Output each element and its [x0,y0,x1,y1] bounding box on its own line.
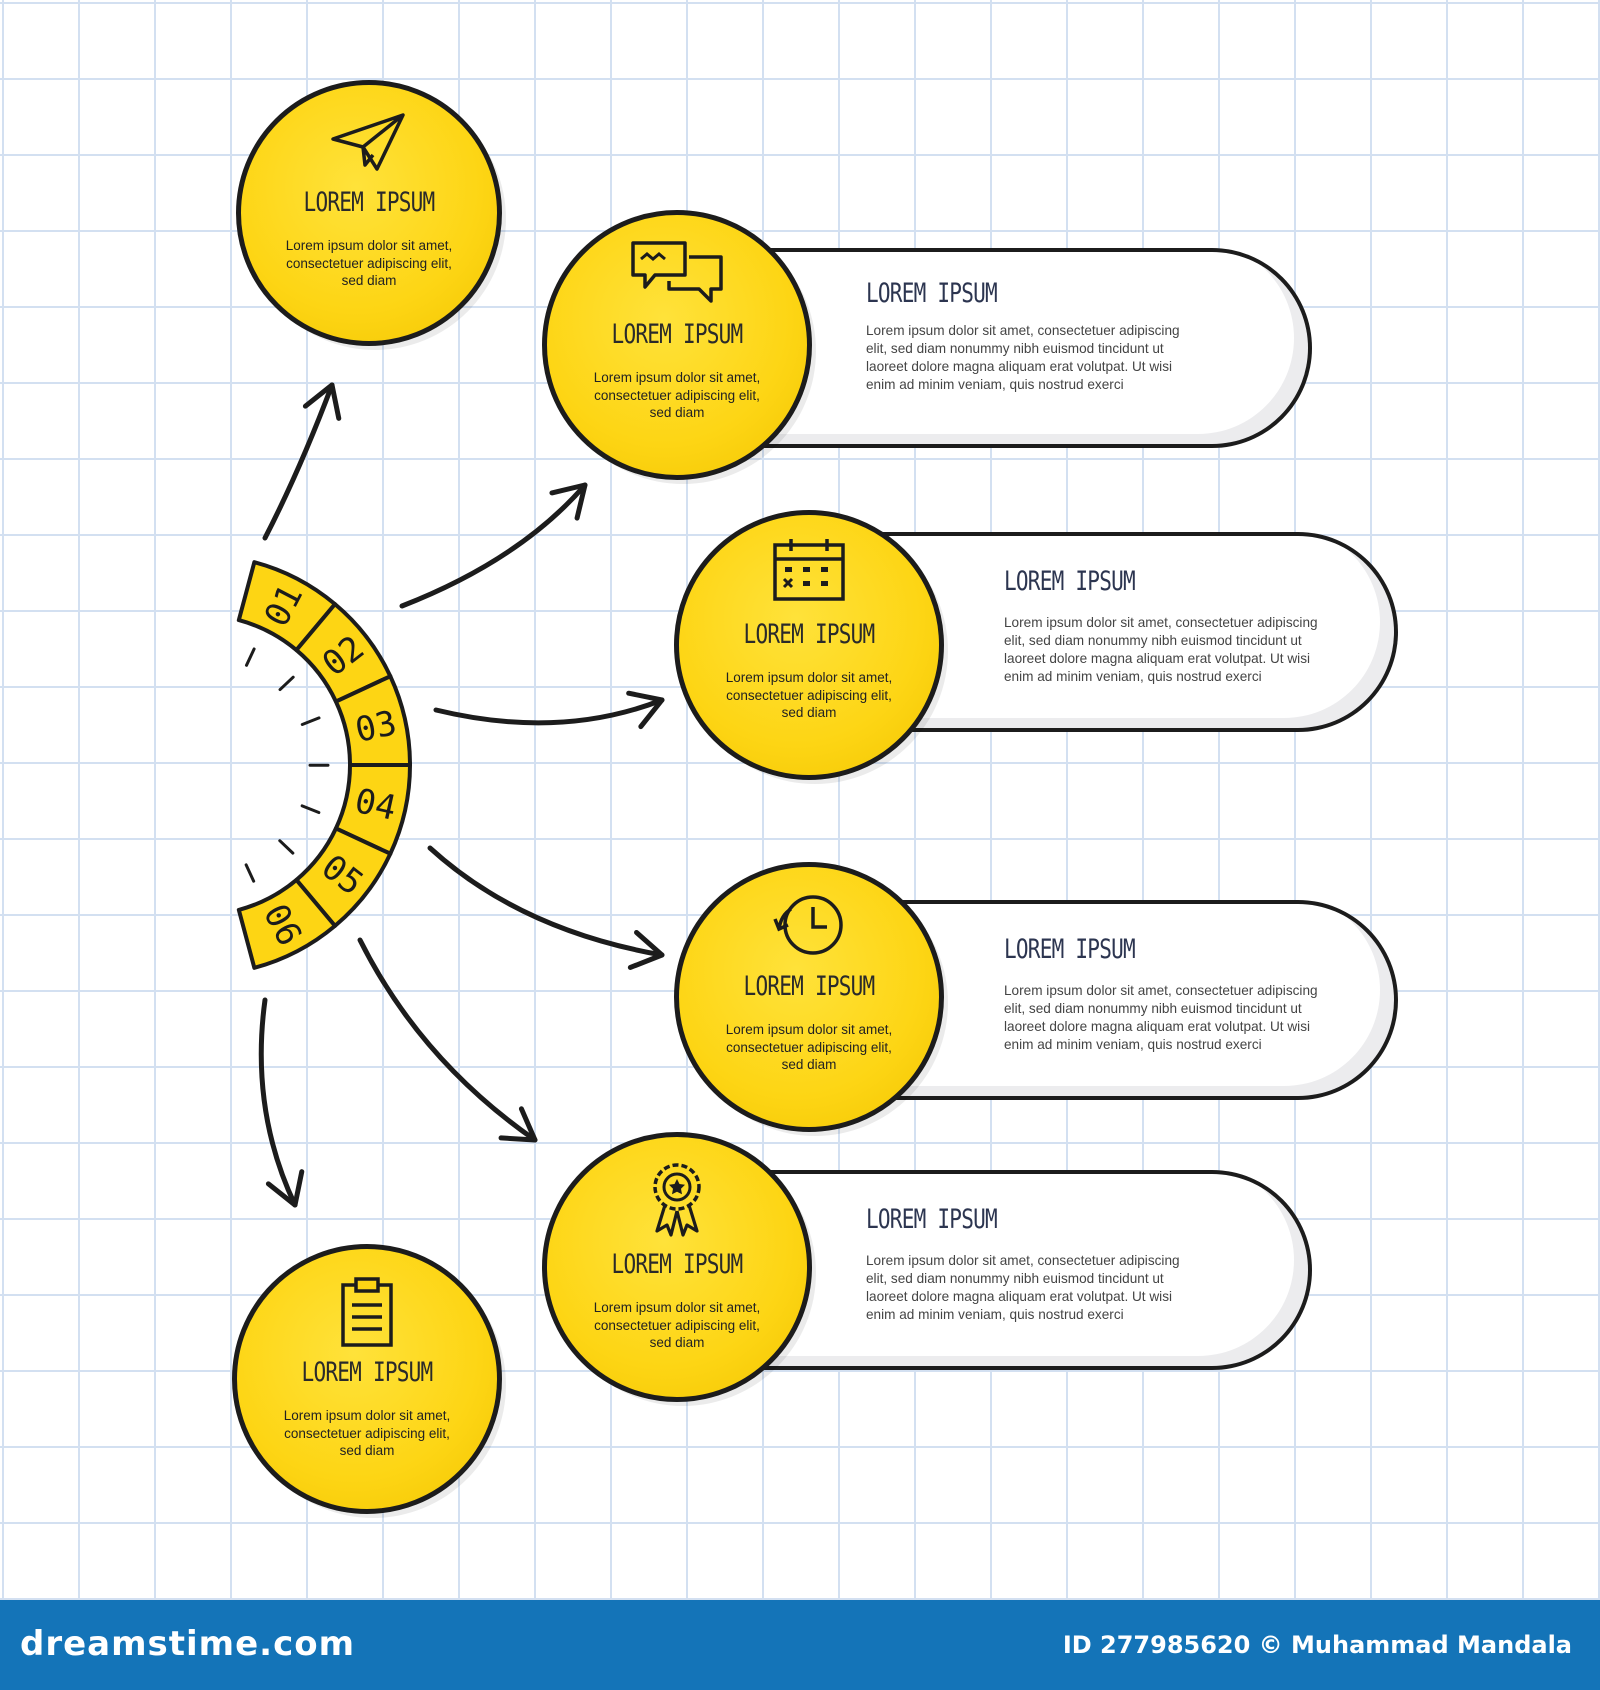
circle-text: Lorem ipsum dolor sit amet, consectetuer… [283,1408,451,1458]
circle-title: LOREM IPSUM [611,319,744,350]
panel-title: LOREM IPSUM [1004,934,1136,965]
panel-text: Lorem ipsum dolor sit amet, consectetuer… [1004,983,1318,1052]
step-circle-5: LOREM IPSUM Lorem ipsum dolor sit amet, … [542,1132,812,1402]
connector-arrow-1 [262,382,335,541]
clock-icon [773,895,843,955]
step-circle-2: LOREM IPSUM Lorem ipsum dolor sit amet, … [542,210,812,480]
circle-title: LOREM IPSUM [303,187,436,218]
panel-text: Lorem ipsum dolor sit amet, consectetuer… [866,1253,1180,1322]
circle-title: LOREM IPSUM [743,619,876,650]
arrowhead [265,1169,305,1208]
circle-title: LOREM IPSUM [301,1357,434,1388]
circle-text: Lorem ipsum dolor sit amet, consectetuer… [593,370,761,420]
arc-tick-mark [300,804,321,815]
arc-tick-mark [278,839,295,855]
arrowhead [302,382,342,421]
circle-text: Lorem ipsum dolor sit amet, consectetuer… [593,1300,761,1350]
circle-text: Lorem ipsum dolor sit amet, consectetuer… [725,1022,893,1072]
panel-text: Lorem ipsum dolor sit amet, consectetuer… [866,323,1180,392]
award-badge-icon [653,1163,701,1237]
step-circle-4: LOREM IPSUM Lorem ipsum dolor sit amet, … [674,862,944,1132]
circle-text: Lorem ipsum dolor sit amet, consectetuer… [285,238,453,288]
calendar-icon [773,539,845,601]
connector-arrow-2 [399,482,588,609]
panel-title: LOREM IPSUM [866,1204,998,1235]
arrowhead [627,929,665,970]
clipboard-icon [341,1277,393,1347]
chat-bubbles-icon [631,241,723,303]
info-panel-5: LOREM IPSUM Lorem ipsum dolor sit amet, … [700,1170,1312,1370]
arrowhead [549,482,588,521]
watermark-footer: dreamstime.com ID 277985620 © Muhammad M… [0,1600,1600,1690]
panel-title: LOREM IPSUM [1004,566,1136,597]
step-circle-3: LOREM IPSUM Lorem ipsum dolor sit amet, … [674,510,944,780]
arc-segment-label: 03 [352,703,401,751]
connector-arrow-5 [357,937,538,1143]
arc-tick-mark [244,647,256,667]
arrowhead [498,1106,538,1143]
arc-segment-label: 04 [351,781,400,829]
arc-segment-6 [236,877,337,970]
arc-tick-mark [278,675,295,692]
panel-title: LOREM IPSUM [866,278,998,309]
panel-text: Lorem ipsum dolor sit amet, consectetuer… [1004,615,1318,684]
connector-arrow-3 [433,697,665,726]
image-credit: ID 277985620 © Muhammad Mandala [1062,1631,1572,1659]
arrowhead [626,690,665,730]
step-circle-6: LOREM IPSUM Lorem ipsum dolor sit amet, … [232,1244,502,1514]
circle-text: Lorem ipsum dolor sit amet, consectetuer… [725,670,893,720]
arc-tick-mark [300,716,321,727]
circle-title: LOREM IPSUM [611,1249,744,1280]
connector-arrow-4 [427,845,665,958]
brand-logo: dreamstime.com [20,1624,356,1664]
step-circle-1: LOREM IPSUM Lorem ipsum dolor sit amet, … [236,80,502,346]
circle-title: LOREM IPSUM [743,971,876,1002]
connector-arrow-6 [258,997,298,1208]
paper-plane-icon [331,113,405,171]
arc-tick-mark [244,863,256,883]
